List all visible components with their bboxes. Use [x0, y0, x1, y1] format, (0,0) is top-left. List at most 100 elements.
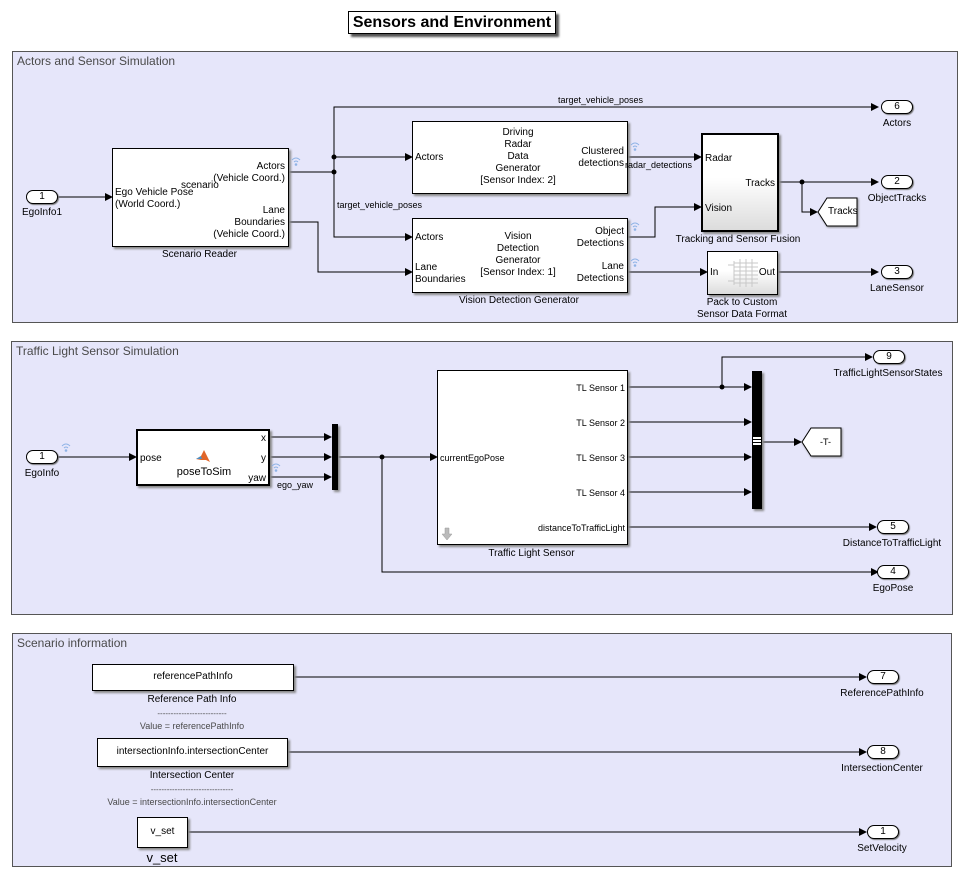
goto-tracks-block[interactable] [817, 197, 861, 229]
scenario-overlay-label: scenario [181, 180, 219, 191]
port-label: Actors [415, 232, 444, 243]
outport-label: LaneSensor [870, 283, 924, 294]
port-label: TL Sensor 1 [576, 383, 625, 393]
outport-egopose[interactable]: 4 [877, 565, 909, 579]
block-text: poseToSim [176, 466, 232, 478]
outport-distancetotrafficlight[interactable]: 5 [877, 520, 909, 534]
inport-egoinfo[interactable]: 1 [26, 450, 58, 464]
inport-egoinfo1[interactable]: 1 [26, 190, 58, 204]
matlab-function-icon [196, 450, 210, 462]
bus-creator-icon [728, 259, 758, 287]
signal-logging-icon [630, 142, 640, 151]
port-label: (Vehicle Coord.) [213, 229, 285, 240]
mux-block[interactable] [332, 424, 338, 490]
pose-to-sim-block[interactable]: pose poseToSim x y yaw [136, 429, 270, 486]
traffic-light-sensor-block[interactable]: currentEgoPose TL Sensor 1 TL Sensor 2 T… [437, 370, 628, 545]
area-label: Scenario information [17, 636, 128, 650]
port-label: Detections [576, 238, 624, 249]
constant-reference-path-info[interactable]: referencePathInfo [92, 664, 294, 691]
goto-tag-label: Tracks [828, 206, 858, 217]
port-label: Lane [415, 262, 438, 273]
pack-custom-format-block[interactable]: In Out [707, 251, 778, 295]
port-label: Lane [601, 261, 624, 272]
wire-lane-boundaries [288, 221, 413, 276]
wire-tracks-goto [801, 182, 818, 216]
down-arrow-icon [441, 527, 453, 541]
branch-point [799, 179, 805, 185]
outport-actors[interactable]: 6 [881, 100, 913, 114]
constant-value: referencePathInfo [153, 671, 233, 682]
bus-creator-block[interactable] [752, 371, 762, 509]
wire-egopose [381, 457, 879, 576]
goto-t-block[interactable] [801, 427, 845, 459]
tracking-sensor-fusion-block[interactable]: Radar Vision Tracks [701, 133, 779, 232]
scenario-reader-block[interactable]: Ego Vehicle Pose (World Coord.) scenario… [112, 148, 289, 247]
outport-lanesensor[interactable]: 3 [881, 265, 913, 279]
wire-object-detections [627, 203, 702, 238]
branch-point [331, 169, 337, 175]
port-label: yaw [248, 473, 266, 484]
outport-label: ReferencePathInfo [840, 688, 924, 699]
constant-v-set[interactable]: v_set [137, 817, 188, 848]
constant-value: v_set [150, 826, 175, 837]
block-name: Intersection Center --------------------… [107, 770, 277, 807]
outport-label: IntersectionCenter [841, 763, 923, 774]
branch-point [331, 154, 337, 160]
port-label: Detections [576, 273, 624, 284]
outport-label: DistanceToTrafficLight [842, 538, 942, 549]
block-name: v_set [146, 850, 178, 865]
port-label: Lane [262, 205, 285, 216]
area-label: Traffic Light Sensor Simulation [16, 344, 179, 358]
port-label: Vision [705, 203, 733, 214]
goto-tag-label: -T- [820, 437, 831, 447]
signal-label: target_vehicle_poses [337, 200, 423, 210]
port-label: currentEgoPose [440, 453, 505, 463]
port-label: pose [140, 453, 162, 464]
port-label: distanceToTrafficLight [537, 523, 625, 533]
signal-label: target_vehicle_poses [558, 95, 644, 105]
block-name: Tracking and Sensor Fusion [675, 234, 801, 245]
wire-tl1-out [721, 353, 873, 387]
port-label: TL Sensor 2 [576, 418, 625, 428]
port-label: detections [578, 158, 624, 169]
port-label: Object [595, 226, 624, 237]
inport-label: EgoInfo [24, 468, 60, 479]
port-label: Tracks [745, 178, 775, 189]
signal-label: ego_yaw [277, 480, 314, 490]
outport-trafficlightsensorstates[interactable]: 9 [873, 350, 905, 364]
signal-logging-icon [291, 157, 301, 166]
block-name: Vision Detection Generator [459, 295, 579, 306]
outport-label: ObjectTracks [867, 193, 927, 204]
block-name: Scenario Reader [161, 249, 238, 260]
outport-intersectioncenter[interactable]: 8 [867, 745, 899, 759]
block-name: Reference Path Info --------------------… [139, 694, 245, 731]
outport-label: EgoPose [872, 583, 914, 594]
branch-point [379, 454, 385, 460]
diagram-title: Sensors and Environment [348, 11, 556, 34]
branch-point [719, 384, 725, 390]
port-label: Radar [705, 153, 733, 164]
inport-label: EgoInfo1 [21, 207, 63, 218]
outport-label: Actors [882, 118, 912, 129]
port-label: Boundaries [234, 217, 285, 228]
outport-objecttracks[interactable]: 2 [881, 175, 913, 189]
outport-referencepathinfo[interactable]: 7 [867, 670, 899, 684]
port-label: Out [758, 267, 775, 278]
port-label: Clustered [581, 146, 624, 157]
port-label: (Vehicle Coord.) [213, 173, 285, 184]
port-label: (World Coord.) [115, 199, 181, 210]
port-label: x [261, 433, 266, 444]
outport-label: TrafficLightSensorStates [833, 368, 943, 379]
bus-marker [753, 437, 761, 445]
constant-intersection-center[interactable]: intersectionInfo.intersectionCenter [97, 738, 288, 767]
signal-label: radar_detections [625, 160, 693, 170]
outport-setvelocity[interactable]: 1 [867, 825, 899, 839]
port-label: TL Sensor 4 [576, 488, 625, 498]
port-label: Actors [256, 161, 285, 172]
